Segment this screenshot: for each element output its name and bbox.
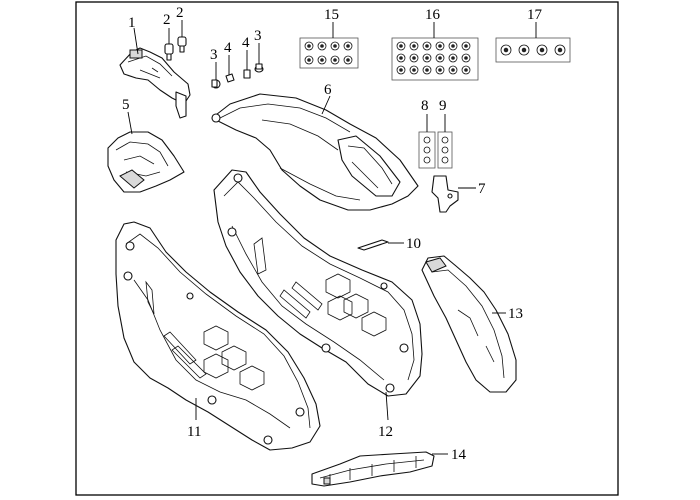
part-2-screw-a (164, 43, 174, 61)
callout-17: 17 (527, 7, 543, 23)
callout-3a: 3 (210, 47, 218, 63)
nut-core-icon (425, 44, 429, 48)
callout-11: 11 (187, 424, 201, 440)
nut-core-icon (451, 68, 455, 72)
part-5-corner-cover (107, 131, 185, 193)
callout-12: 12 (378, 424, 393, 440)
nut-core-icon (399, 44, 403, 48)
part-11-left-side-panel (115, 221, 321, 451)
nut-core-icon (464, 44, 468, 48)
nut-core-icon (451, 56, 455, 60)
part-4-clip (225, 73, 235, 83)
nut-core-icon (464, 56, 468, 60)
nut-core-icon (412, 56, 416, 60)
callout-14: 14 (451, 447, 467, 463)
nut-grid-17 (500, 44, 566, 56)
part-6-top-cover (211, 93, 419, 211)
part-2-screw-b (177, 36, 187, 53)
nut-core-icon (307, 58, 311, 62)
callout-1: 1 (128, 15, 136, 31)
part-9-fastener-card (437, 131, 453, 169)
part-3-clip-a (211, 79, 221, 89)
nut-core-icon (333, 58, 337, 62)
nut-core-icon (320, 58, 324, 62)
leader-6 (321, 95, 331, 115)
callout-3b: 3 (254, 28, 262, 44)
nut-core-icon (464, 68, 468, 72)
nut-core-icon (425, 56, 429, 60)
leader-12 (385, 391, 389, 421)
callout-8: 8 (421, 98, 429, 114)
callout-9: 9 (439, 98, 447, 114)
nut-core-icon (412, 44, 416, 48)
callout-15: 15 (324, 7, 339, 23)
part-7-bracket (431, 175, 459, 213)
part-3-clip-b (254, 63, 264, 73)
nut-core-icon (399, 68, 403, 72)
nut-core-icon (346, 44, 350, 48)
part-10-strip (357, 239, 389, 251)
nut-core-icon (307, 44, 311, 48)
part-8-fastener-card (418, 131, 436, 169)
callout-16: 16 (425, 7, 441, 23)
part-15-nut-kit (299, 37, 359, 69)
nut-core-icon (451, 44, 455, 48)
nut-core-icon (412, 68, 416, 72)
nut-core-icon (557, 47, 563, 53)
nut-core-icon (539, 47, 545, 53)
callout-4a: 4 (224, 40, 232, 56)
nut-core-icon (346, 58, 350, 62)
callout-5: 5 (122, 97, 130, 113)
nut-grid-15 (304, 41, 353, 65)
diagram-frame (75, 1, 619, 496)
nut-core-icon (399, 56, 403, 60)
callout-2b: 2 (176, 5, 184, 21)
callout-10: 10 (406, 236, 421, 252)
part-4-clip-b (243, 69, 251, 79)
nut-core-icon (438, 68, 442, 72)
nut-core-icon (438, 56, 442, 60)
nut-grid-16 (396, 41, 471, 75)
callout-2a: 2 (163, 12, 171, 28)
callout-7: 7 (478, 181, 486, 197)
part-14-bottom-rail (311, 451, 435, 487)
part-17-nut-kit (495, 37, 571, 63)
leader-5 (127, 111, 133, 135)
part-16-nut-kit (391, 37, 479, 81)
nut-core-icon (425, 68, 429, 72)
nut-core-icon (438, 44, 442, 48)
leader-1 (133, 27, 139, 55)
part-13-guard (421, 255, 517, 393)
part-1-bracket (119, 47, 191, 119)
nut-core-icon (503, 47, 509, 53)
nut-core-icon (521, 47, 527, 53)
callout-13: 13 (508, 306, 523, 322)
part-12-right-side-panel (213, 169, 423, 397)
nut-core-icon (320, 44, 324, 48)
nut-core-icon (333, 44, 337, 48)
callout-6: 6 (324, 82, 332, 98)
callout-4b: 4 (242, 35, 250, 51)
